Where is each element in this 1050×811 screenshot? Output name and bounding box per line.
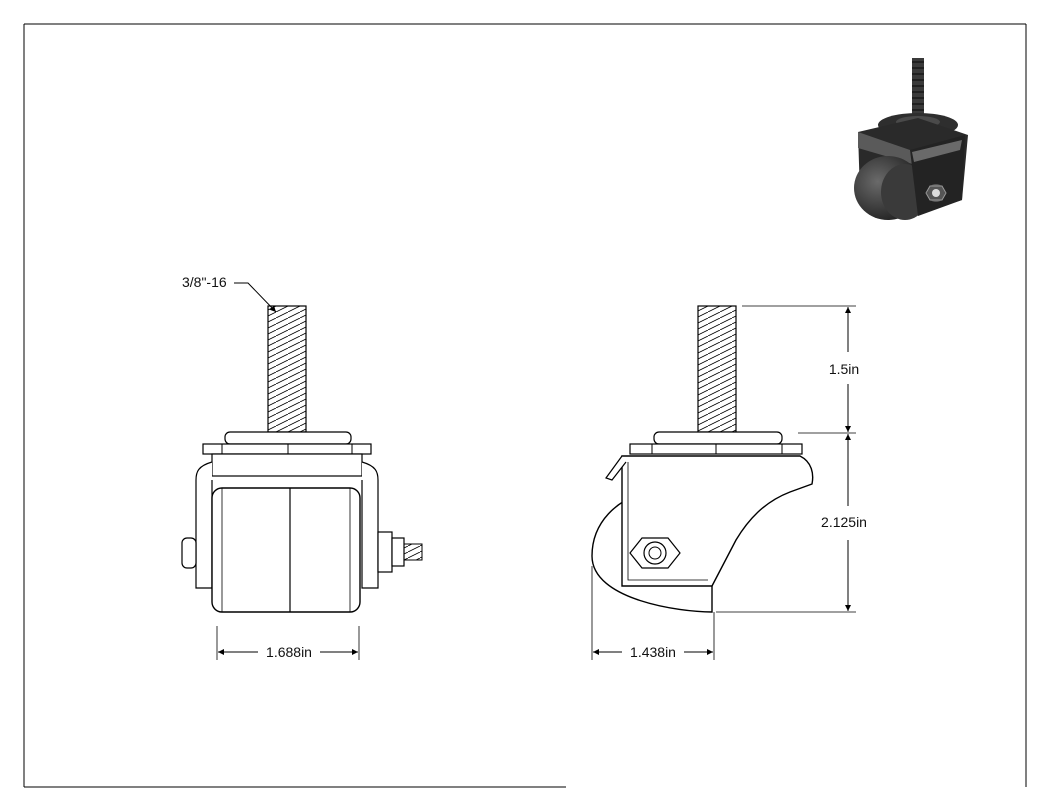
thread-callout: 3/8"-16 xyxy=(182,274,277,313)
sheet-border xyxy=(23,23,1027,788)
dimension-body-height: 2.125in xyxy=(716,434,867,613)
front-width-label: 1.688in xyxy=(266,644,312,660)
dimension-front-width: 1.688in xyxy=(216,626,360,660)
dimension-stem-length: 1.5in xyxy=(742,305,859,434)
isometric-render xyxy=(854,58,968,220)
front-view xyxy=(181,305,423,613)
side-width-label: 1.438in xyxy=(630,644,676,660)
body-height-label: 2.125in xyxy=(821,514,867,530)
side-view xyxy=(591,305,814,613)
thread-callout-label: 3/8"-16 xyxy=(182,274,227,290)
stem-length-label: 1.5in xyxy=(829,361,859,377)
dimension-side-width: 1.438in xyxy=(591,566,715,660)
